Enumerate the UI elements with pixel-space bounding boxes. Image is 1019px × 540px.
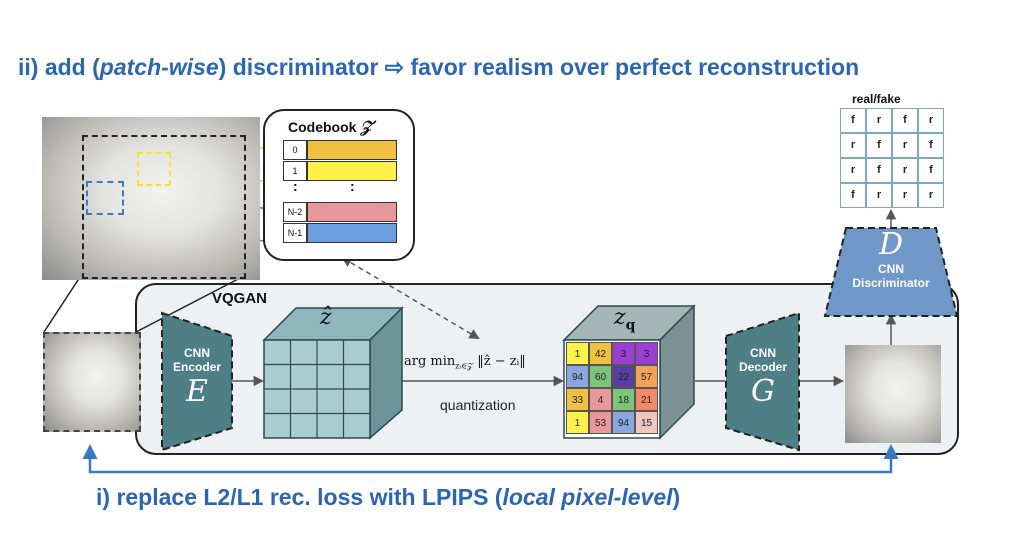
real-fake-cell: f — [892, 108, 918, 133]
argmin-subscript: zᵢ∈𝒵 — [455, 361, 474, 371]
top-heading-suffix: ) discriminator ⇨ favor realism over per… — [218, 54, 860, 80]
bottom-heading: i) replace L2/L1 rec. loss with LPIPS (l… — [96, 484, 680, 511]
input-image — [42, 117, 260, 280]
input-crop-image — [43, 332, 141, 432]
patch-yellow — [137, 152, 171, 186]
real-fake-cell: r — [918, 183, 944, 208]
argmin-text: arg min — [404, 354, 456, 369]
quantization-label: quantization — [440, 397, 516, 413]
codebook-entry-n2 — [307, 202, 397, 222]
decoder-letter: G — [751, 374, 775, 409]
z-q-cell: 60 — [589, 365, 612, 388]
real-fake-cell: f — [918, 133, 944, 158]
crop-box — [82, 135, 246, 279]
codebook-symbol: 𝒵 — [360, 117, 373, 136]
encoder-line1: CNN — [184, 346, 210, 360]
encoder-line2: Encoder — [172, 360, 221, 374]
real-fake-cell: r — [866, 108, 892, 133]
real-fake-title: real/fake — [852, 92, 901, 106]
argmin-norm: ‖ẑ − zᵢ‖ — [477, 354, 526, 369]
real-fake-cell: f — [866, 158, 892, 183]
real-fake-cell: r — [918, 108, 944, 133]
bottom-heading-prefix: i) replace L2/L1 rec. loss with LPIPS ( — [96, 484, 503, 510]
codebook-ellipsis-right: : — [350, 178, 355, 194]
codebook-title-text: Codebook — [288, 119, 357, 135]
real-fake-cell: r — [840, 133, 866, 158]
patch-blue — [86, 181, 124, 215]
codebook-entry-1 — [307, 161, 397, 181]
real-fake-cell: f — [840, 183, 866, 208]
reconstructed-image — [845, 345, 941, 443]
top-heading-emphasis: patch-wise — [99, 54, 219, 80]
discriminator-line1: CNN — [878, 262, 904, 276]
discriminator-block — [823, 227, 959, 317]
z-q-cell: 15 — [635, 411, 658, 434]
real-fake-cell: f — [918, 158, 944, 183]
codebook-ellipsis-left: : — [293, 178, 298, 194]
z-q-cell: 1 — [566, 411, 589, 434]
real-fake-cell: f — [840, 108, 866, 133]
real-fake-cell: r — [892, 183, 918, 208]
z-q-cell: 53 — [589, 411, 612, 434]
codebook-entry-0 — [307, 140, 397, 160]
real-fake-cell: f — [866, 133, 892, 158]
real-fake-cell: r — [892, 158, 918, 183]
decoder-text: CNN Decoder G — [728, 346, 798, 409]
z-q-subscript: q — [625, 317, 636, 334]
decoder-line2: Decoder — [738, 360, 788, 374]
z-q-cell: 3 — [612, 342, 635, 365]
top-heading: ii) add (patch-wise) discriminator ⇨ fav… — [18, 54, 859, 81]
argmin-formula: arg minzᵢ∈𝒵 ‖ẑ − zᵢ‖ — [404, 354, 526, 372]
codebook-index-1: 1 — [283, 161, 307, 181]
encoder-block — [161, 311, 233, 452]
z-q-cell: 1 — [566, 342, 589, 365]
bottom-heading-suffix: ) — [672, 484, 681, 510]
z-q-symbol: z — [614, 305, 626, 330]
codebook-title: Codebook 𝒵 — [288, 117, 373, 137]
encoder-text: CNN Encoder E — [162, 346, 232, 409]
real-fake-cell: r — [840, 158, 866, 183]
z-q-cell: 21 — [635, 388, 658, 411]
z-q-cell: 42 — [589, 342, 612, 365]
z-hat-label: ẑ — [320, 305, 332, 330]
z-q-cell: 4 — [589, 388, 612, 411]
vqgan-label: VQGAN — [212, 290, 268, 307]
discriminator-letter: D — [878, 227, 904, 262]
codebook-index-n2: N-2 — [283, 202, 307, 222]
real-fake-cell: r — [866, 183, 892, 208]
z-q-cell: 3 — [635, 342, 658, 365]
codebook-entry-n1 — [307, 223, 397, 243]
encoder-letter: E — [186, 374, 208, 409]
z-q-cell: 22 — [612, 365, 635, 388]
z-q-cell: 33 — [566, 388, 589, 411]
z-q-cell: 94 — [566, 365, 589, 388]
z-q-label: zq — [614, 305, 635, 333]
bottom-heading-emphasis: local pixel-level — [502, 484, 673, 510]
real-fake-cell: r — [892, 133, 918, 158]
z-q-cell: 18 — [612, 388, 635, 411]
discriminator-line2: Discriminator — [852, 276, 930, 290]
discriminator-text: D CNN Discriminator — [830, 227, 952, 291]
decoder-line1: CNN — [750, 346, 776, 360]
z-q-cell: 94 — [612, 411, 635, 434]
decoder-block — [725, 311, 800, 452]
top-heading-prefix: ii) add ( — [18, 54, 100, 80]
z-q-cell: 57 — [635, 365, 658, 388]
codebook-index-0: 0 — [283, 140, 307, 160]
codebook-index-n1: N-1 — [283, 223, 307, 243]
